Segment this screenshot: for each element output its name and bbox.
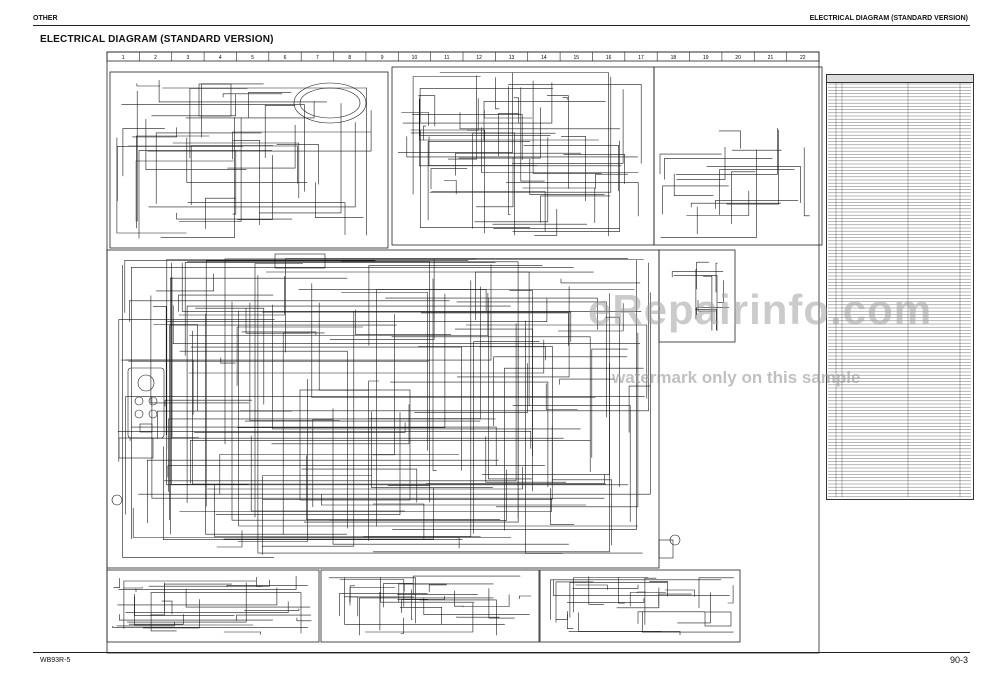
- footer-model: WB93R-5: [40, 657, 71, 664]
- header-section-label: OTHER: [33, 15, 58, 22]
- central-control-unit: [299, 389, 411, 501]
- header-document-title: ELECTRICAL DIAGRAM (STANDARD VERSION): [809, 15, 968, 22]
- ground-box: [658, 539, 674, 559]
- instrument-cluster: [293, 82, 367, 124]
- page-title: ELECTRICAL DIAGRAM (STANDARD VERSION): [40, 34, 274, 45]
- column-label-13: 13: [509, 55, 515, 61]
- footer-rule: [33, 652, 970, 653]
- relay-box-a: [198, 83, 232, 117]
- ground-symbol-left: [111, 494, 123, 506]
- ground-symbol-right: [669, 534, 681, 546]
- schematic-frames: [106, 51, 823, 654]
- column-label-18: 18: [671, 55, 677, 61]
- column-label-19: 19: [703, 55, 709, 61]
- column-label-15: 15: [573, 55, 579, 61]
- footer-page-number: 90-3: [949, 655, 968, 665]
- right-connector-panel: [653, 66, 823, 246]
- fuse-relay-panel: [391, 66, 655, 246]
- reference-table: [826, 74, 974, 500]
- column-label-8: 8: [348, 55, 351, 61]
- wiring: [112, 72, 810, 636]
- bottom-right-label: [704, 611, 732, 627]
- watermark-notice: watermark only on this sample: [612, 368, 861, 387]
- column-label-21: 21: [768, 55, 774, 61]
- connector-strip: [274, 253, 326, 269]
- column-label-1: 1: [122, 55, 125, 61]
- dashboard-panel: [109, 71, 389, 249]
- main-harness-panel: [106, 249, 660, 569]
- lower-right-panel: [539, 569, 741, 643]
- column-label-4: 4: [219, 55, 222, 61]
- column-label-17: 17: [638, 55, 644, 61]
- column-label-6: 6: [284, 55, 287, 61]
- header-rule: [33, 25, 970, 26]
- column-label-20: 20: [735, 55, 741, 61]
- components: [111, 82, 732, 627]
- column-label-12: 12: [476, 55, 482, 61]
- column-label-22: 22: [800, 55, 806, 61]
- column-label-7: 7: [316, 55, 319, 61]
- switch-block-panel: [658, 249, 736, 343]
- column-label-16: 16: [606, 55, 612, 61]
- lower-left-panel: [106, 569, 320, 643]
- column-label-2: 2: [154, 55, 157, 61]
- watermark-site: eRepairinfo.com: [588, 286, 933, 333]
- lower-middle-panel: [320, 569, 540, 643]
- outer-frame: [106, 51, 820, 654]
- reference-table-header: [827, 75, 973, 83]
- column-label-10: 10: [412, 55, 418, 61]
- column-label-11: 11: [444, 55, 449, 61]
- column-label-3: 3: [187, 55, 190, 61]
- label-box: [118, 437, 154, 459]
- column-label-9: 9: [381, 55, 384, 61]
- reference-table-lines: [828, 75, 971, 497]
- column-label-5: 5: [251, 55, 254, 61]
- column-label-14: 14: [541, 55, 547, 61]
